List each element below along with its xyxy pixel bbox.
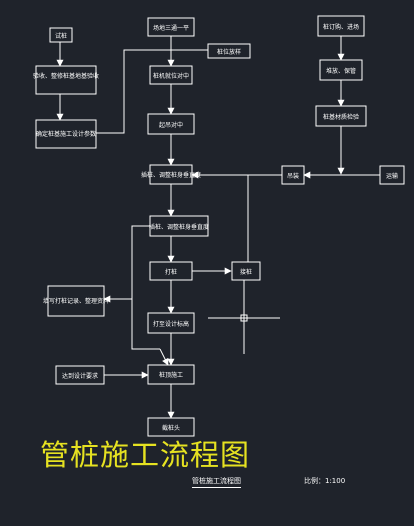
svg-text:桩机就位对中: 桩机就位对中 bbox=[153, 72, 189, 80]
node-weld: 接桩 bbox=[231, 261, 261, 281]
node-make-pile: 桩订购、进场 bbox=[317, 15, 365, 37]
svg-text:插桩、调整桩身垂直度: 插桩、调整桩身垂直度 bbox=[149, 223, 209, 231]
edge-position-loop bbox=[131, 225, 160, 350]
svg-text:验收、整修桩基地基验收: 验收、整修桩基地基验收 bbox=[33, 72, 99, 80]
edge-params-to-survey-loop bbox=[96, 49, 208, 134]
drawing-caption: 管桩施工流程图 bbox=[192, 476, 241, 488]
svg-text:运输: 运输 bbox=[386, 172, 398, 180]
node-field-inspect: 桩基材质检验 bbox=[315, 105, 367, 127]
nodes: 试桩 验收、整修桩基地基验收 确定桩基施工设计参数 场地三通一平 桩位放样 桩机… bbox=[33, 15, 405, 437]
svg-text:桩基材质检验: 桩基材质检验 bbox=[323, 113, 359, 121]
svg-text:起吊对中: 起吊对中 bbox=[159, 121, 183, 129]
scale-label: 比例：1:100 bbox=[304, 477, 346, 485]
svg-text:桩订购、进场: 桩订购、进场 bbox=[323, 23, 359, 31]
svg-text:打至设计标高: 打至设计标高 bbox=[153, 320, 189, 328]
crosshair-box bbox=[240, 314, 248, 322]
node-design-params: 确定桩基施工设计参数 bbox=[35, 119, 97, 149]
node-cut-head: 截桩头 bbox=[147, 417, 195, 437]
node-check: 插桩、调整桩身垂直度 bbox=[141, 164, 201, 185]
node-deliver: 运输 bbox=[379, 165, 405, 185]
node-piling-machine: 桩机就位对中 bbox=[149, 65, 193, 85]
svg-text:堆放、保管: 堆放、保管 bbox=[326, 67, 356, 75]
node-hammer-first: 打桩 bbox=[149, 261, 193, 281]
connector-lines bbox=[56, 36, 380, 419]
svg-text:确定桩基施工设计参数: 确定桩基施工设计参数 bbox=[36, 130, 96, 138]
svg-text:填写打桩记录、整理资料: 填写打桩记录、整理资料 bbox=[43, 297, 109, 305]
node-reach-design: 打至设计标高 bbox=[147, 312, 195, 334]
node-pile-in-place: 桩顶施工 bbox=[147, 364, 195, 385]
node-acceptance: 验收、整修桩基地基验收 bbox=[33, 65, 99, 95]
diagram-title: 管桩施工流程图 bbox=[40, 438, 251, 472]
svg-text:插桩、调整桩身垂直度: 插桩、调整桩身垂直度 bbox=[141, 171, 201, 179]
node-check-standard: 达到设计要求 bbox=[55, 365, 105, 385]
svg-text:吊装: 吊装 bbox=[287, 172, 299, 180]
node-survey-layout: 桩位放样 bbox=[207, 43, 251, 59]
svg-text:场地三通一平: 场地三通一平 bbox=[153, 24, 189, 32]
svg-text:截桩头: 截桩头 bbox=[162, 424, 180, 432]
svg-text:打桩: 打桩 bbox=[165, 268, 177, 276]
svg-text:达到设计要求: 达到设计要求 bbox=[62, 372, 98, 380]
svg-text:试桩: 试桩 bbox=[55, 32, 67, 40]
node-test-pile: 试桩 bbox=[49, 27, 73, 43]
svg-text:接桩: 接桩 bbox=[240, 268, 252, 276]
svg-text:桩顶施工: 桩顶施工 bbox=[159, 371, 183, 379]
node-yard-stack: 堆放、保管 bbox=[319, 59, 363, 81]
edge-loop-to-inplace bbox=[159, 348, 169, 366]
node-site-prep: 场地三通一平 bbox=[147, 17, 195, 37]
svg-text:桩位放样: 桩位放样 bbox=[217, 48, 241, 56]
node-check-verticality: 起吊对中 bbox=[147, 113, 195, 135]
node-lift: 吊装 bbox=[281, 165, 305, 185]
node-record: 填写打桩记录、整理资料 bbox=[43, 285, 109, 317]
node-position: 插桩、调整桩身垂直度 bbox=[149, 215, 209, 237]
